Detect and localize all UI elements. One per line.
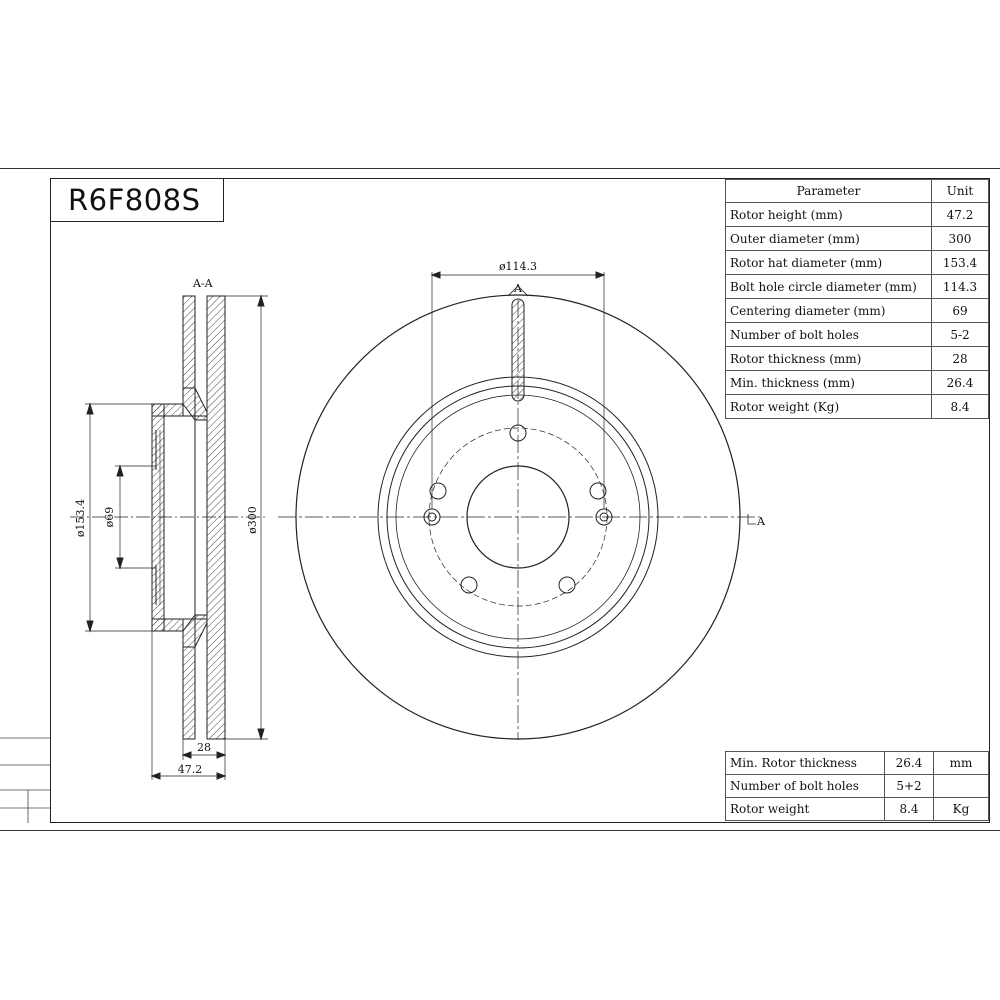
section-label: A-A: [192, 277, 214, 290]
dim-centering-diameter: ø69: [103, 507, 116, 528]
dim-thickness: 28: [197, 741, 211, 754]
summary-label: Min. Rotor thickness: [725, 751, 885, 775]
section-marker-top: A: [513, 282, 523, 295]
row-label: Rotor weight (Kg): [725, 394, 932, 419]
summary-label: Number of bolt holes: [725, 774, 885, 798]
table-row: Rotor weight (Kg)8.4: [725, 394, 990, 419]
summary-unit: Kg: [933, 797, 989, 821]
section-marker-right: A: [756, 515, 766, 528]
row-label: Bolt hole circle diameter (mm): [725, 274, 932, 299]
dim-outer-diameter: ø300: [246, 506, 259, 534]
title-block-grid: [0, 737, 50, 823]
table-row: Rotor thickness (mm)28: [725, 346, 990, 371]
table-row: Rotor hat diameter (mm)153.4: [725, 250, 990, 275]
row-label: Rotor height (mm): [725, 202, 932, 227]
row-label: Rotor hat diameter (mm): [725, 250, 932, 275]
row-label: Number of bolt holes: [725, 322, 932, 347]
table-row: Bolt hole circle diameter (mm)114.3: [725, 274, 990, 299]
dim-bolt-circle: ø114.3: [499, 260, 537, 273]
row-value: 8.4: [930, 394, 990, 419]
table-row: Min. thickness (mm)26.4: [725, 370, 990, 395]
row-value: 153.4: [930, 250, 990, 275]
summary-label: Rotor weight: [725, 797, 885, 821]
row-label: Centering diameter (mm): [725, 298, 932, 323]
section-view: [70, 294, 268, 780]
outer-frame: [0, 168, 1000, 831]
part-number-title: R6F808S: [50, 178, 224, 222]
summary-value: 8.4: [884, 797, 934, 821]
row-value: 28: [930, 346, 990, 371]
front-view: [278, 271, 760, 740]
parameter-table: Parameter Unit Rotor height (mm)47.2 Out…: [725, 179, 990, 419]
row-value: 5-2: [930, 322, 990, 347]
summary-value: 5+2: [884, 774, 934, 798]
row-label: Min. thickness (mm): [725, 370, 932, 395]
dim-hat-diameter: ø153.4: [74, 499, 87, 537]
table-row: Centering diameter (mm)69: [725, 298, 990, 323]
inner-frame: [50, 178, 990, 823]
dim-height: 47.2: [178, 763, 203, 776]
